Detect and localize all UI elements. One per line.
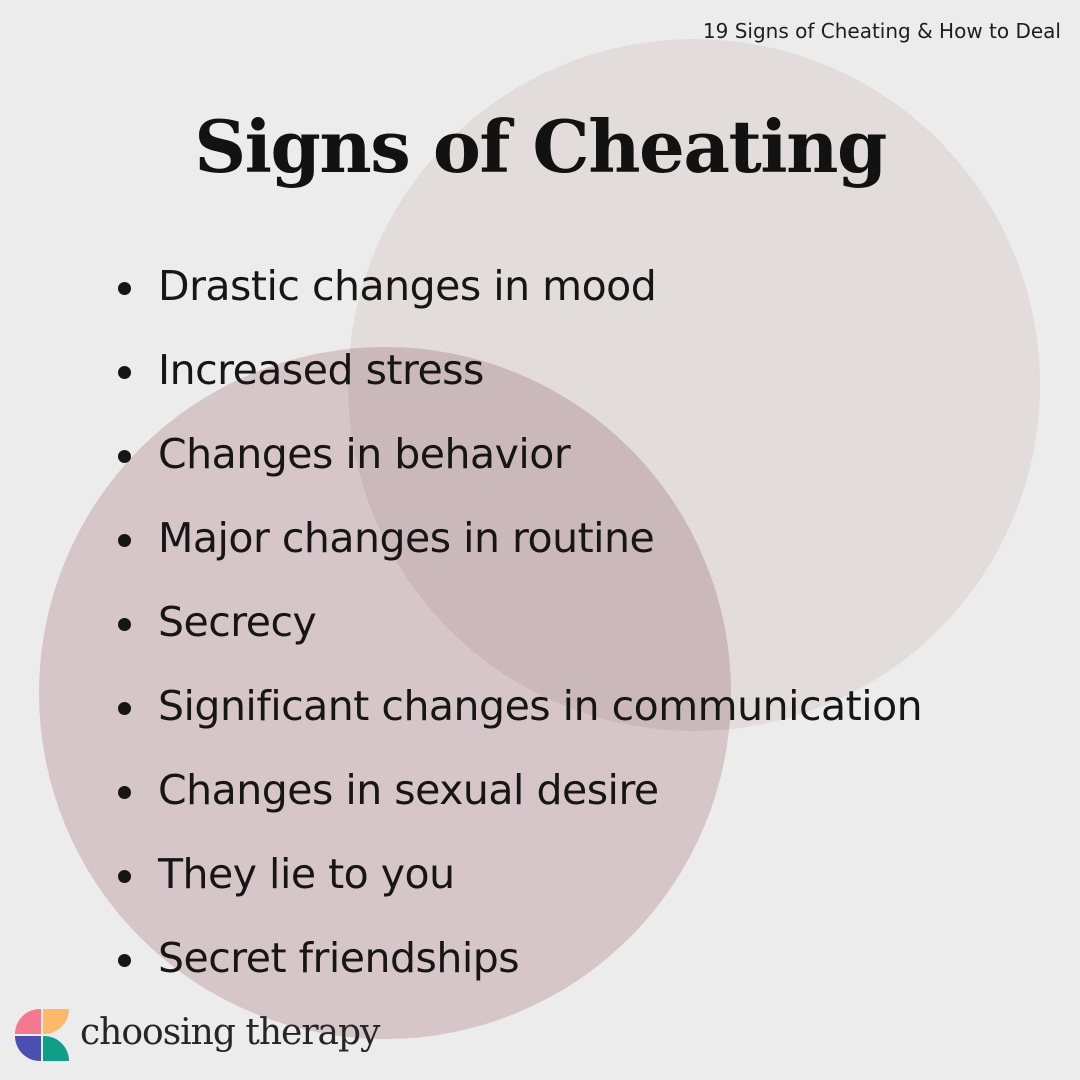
list-item: Secret friendships: [118, 916, 922, 1000]
bullet-icon: [118, 869, 131, 883]
bullet-icon: [118, 785, 131, 799]
sign-text: Secrecy: [158, 598, 317, 646]
logo-quadrant-teal: [43, 1036, 69, 1061]
logo-quadrant-orange: [43, 1009, 69, 1034]
bullet-icon: [118, 281, 131, 295]
bullet-icon: [118, 953, 131, 967]
list-item: Changes in behavior: [118, 412, 922, 496]
list-item: They lie to you: [118, 832, 922, 916]
brand-logo: choosing therapy: [15, 1009, 380, 1061]
list-item: Major changes in routine: [118, 496, 922, 580]
list-item: Drastic changes in mood: [118, 244, 922, 328]
sign-text: Changes in behavior: [158, 430, 571, 478]
four-quadrant-logo-icon: [15, 1009, 69, 1061]
brand-name: choosing therapy: [80, 1011, 380, 1053]
bullet-icon: [118, 449, 131, 463]
page-title: Signs of Cheating: [194, 104, 887, 189]
list-item: Secrecy: [118, 580, 922, 664]
article-caption: 19 Signs of Cheating & How to Deal: [702, 19, 1061, 43]
list-item: Increased stress: [118, 328, 922, 412]
sign-text: Drastic changes in mood: [158, 262, 657, 310]
sign-text: Changes in sexual desire: [158, 766, 659, 814]
bullet-icon: [118, 533, 131, 547]
sign-text: They lie to you: [158, 850, 455, 898]
bullet-icon: [118, 701, 131, 715]
sign-text: Major changes in routine: [158, 514, 655, 562]
sign-text: Secret friendships: [158, 934, 520, 982]
sign-text: Significant changes in communication: [158, 682, 923, 730]
logo-quadrant-pink: [15, 1009, 41, 1034]
logo-quadrant-blue: [15, 1036, 41, 1061]
bullet-icon: [118, 617, 131, 631]
bullet-icon: [118, 365, 131, 379]
list-item: Changes in sexual desire: [118, 748, 922, 832]
list-item: Significant changes in communication: [118, 664, 923, 748]
signs-list: Drastic changes in mood Increased stress…: [118, 244, 923, 1000]
sign-text: Increased stress: [158, 346, 484, 394]
